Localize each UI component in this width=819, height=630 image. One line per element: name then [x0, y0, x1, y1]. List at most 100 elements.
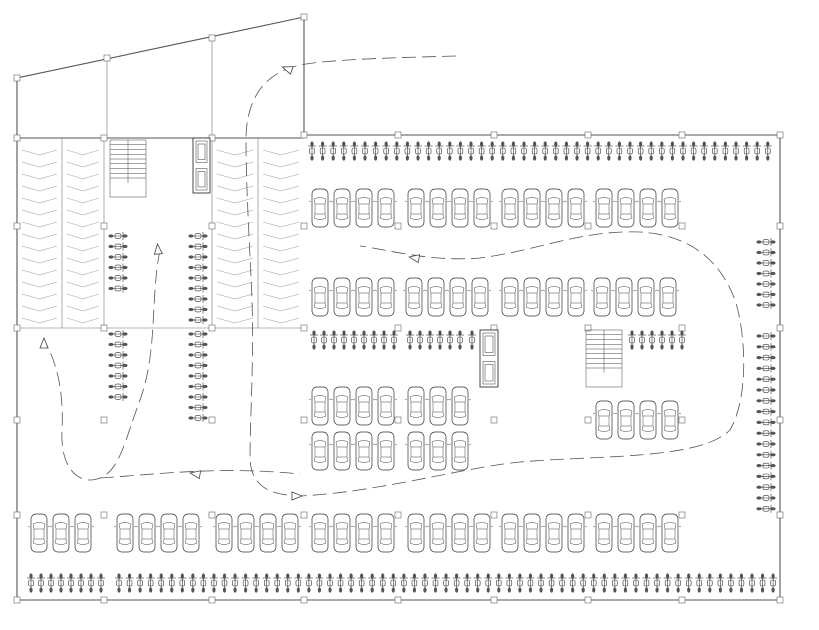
ramp-chevron — [21, 161, 58, 168]
motorcycle-stall — [505, 573, 514, 593]
motorcycle-stall — [57, 573, 65, 593]
car-stall — [352, 277, 376, 317]
structural-column — [394, 416, 402, 424]
motorcycle-stall — [188, 351, 208, 359]
ramp-chevron — [21, 293, 58, 300]
route-direction-arrow — [408, 254, 421, 264]
motorcycle-stall — [583, 141, 592, 161]
motorcycle-stall — [209, 573, 218, 593]
structural-column — [678, 222, 686, 230]
ramp-chevron — [66, 197, 100, 204]
car-stall — [564, 277, 588, 317]
motorcycle-stall — [188, 274, 208, 282]
motorcycle-stall — [315, 573, 324, 593]
motorcycle-stall — [188, 253, 208, 261]
motorcycle-stall — [756, 342, 776, 351]
motorcycle-stall — [220, 573, 229, 593]
ramp-chevron — [216, 173, 254, 180]
structural-column — [678, 324, 686, 332]
motorcycle-stall — [562, 141, 571, 161]
motorcycle-stall — [668, 330, 676, 350]
motorcycle-stall — [329, 141, 338, 161]
ramp-chevron — [262, 305, 300, 312]
car-stall — [256, 513, 280, 553]
ramp-chevron — [21, 209, 58, 216]
driving-route-lines — [39, 55, 745, 501]
car-stall — [404, 431, 428, 471]
motorcycle-stall — [756, 301, 776, 309]
structural-column — [300, 222, 308, 230]
car-stall — [404, 188, 428, 228]
motorcycle-stall — [304, 573, 313, 593]
motorcycle-stall — [108, 393, 128, 401]
car-stall — [352, 188, 376, 228]
car-stall — [352, 386, 376, 426]
motorcycle-stall — [756, 483, 776, 492]
motorcycle-stall — [318, 141, 327, 161]
structural-column — [300, 511, 308, 519]
motorcycle-stall — [431, 573, 440, 593]
car-stall — [636, 400, 660, 440]
motorcycle-stall — [541, 141, 550, 161]
motorcycle-stall — [108, 263, 128, 272]
ramp-chevron — [21, 317, 58, 324]
car-stall — [520, 188, 544, 228]
car-stall — [564, 188, 588, 228]
structural-column — [584, 416, 592, 424]
motorcycle-stall — [146, 573, 155, 593]
motorcycle-stall — [108, 253, 128, 261]
motorcycle-stall — [547, 573, 556, 593]
motorcycle-stall — [360, 330, 368, 350]
car-stall — [308, 386, 332, 426]
structural-column — [584, 324, 592, 332]
structural-column — [776, 324, 784, 332]
motorcycle-stall — [684, 573, 693, 593]
ramp-chevron — [216, 317, 254, 324]
motorcycle-stall — [188, 242, 208, 251]
driving-route — [43, 249, 161, 481]
structural-column — [394, 596, 402, 604]
ramp-chevron — [21, 173, 58, 180]
car-stall — [330, 386, 354, 426]
structural-column — [678, 596, 686, 604]
ramp-chevron — [21, 185, 58, 192]
motorcycle-stall — [108, 361, 128, 370]
motorcycle-stall — [97, 573, 105, 593]
route-direction-arrow — [281, 66, 294, 75]
motorcycle-stall — [456, 330, 464, 350]
motorcycle-stall — [668, 141, 677, 161]
motorcycle-stall — [403, 141, 412, 161]
motorcycle-stall — [108, 351, 128, 359]
car-stall — [446, 277, 470, 317]
car-stall — [520, 513, 544, 553]
motorcycle-stall — [188, 372, 208, 380]
car-stall — [330, 513, 354, 553]
ramp-chevron — [66, 149, 100, 156]
structural-column — [776, 222, 784, 230]
motorcycle-stall — [336, 573, 345, 593]
ramp-chevron — [216, 233, 254, 240]
motorcycle-stall — [416, 330, 424, 350]
car-stall — [658, 400, 682, 440]
motorcycle-stall — [77, 573, 85, 593]
ramp-chevron — [66, 305, 100, 312]
motorcycle-stall — [125, 573, 134, 593]
motorcycle-stall — [435, 141, 444, 161]
motorcycle-stall — [370, 330, 378, 350]
ramp-chevron — [262, 185, 300, 192]
motorcycle-stall — [716, 573, 725, 593]
structural-column — [13, 74, 21, 82]
car-stall — [308, 277, 332, 317]
motorcycle-stall — [446, 330, 454, 350]
motorcycle-stall — [756, 472, 776, 481]
motorcycle-stall — [426, 330, 434, 350]
motorcycle-stall — [498, 141, 507, 161]
car-stall — [308, 431, 332, 471]
motorcycle-stall — [273, 573, 282, 593]
motorcycle-stall — [468, 330, 476, 350]
car-stall — [520, 277, 544, 317]
ramp-chevron — [262, 257, 300, 264]
ramp-chevron — [262, 245, 300, 252]
motorcycle-stall — [463, 573, 472, 593]
motorcycle-stall — [674, 573, 683, 593]
